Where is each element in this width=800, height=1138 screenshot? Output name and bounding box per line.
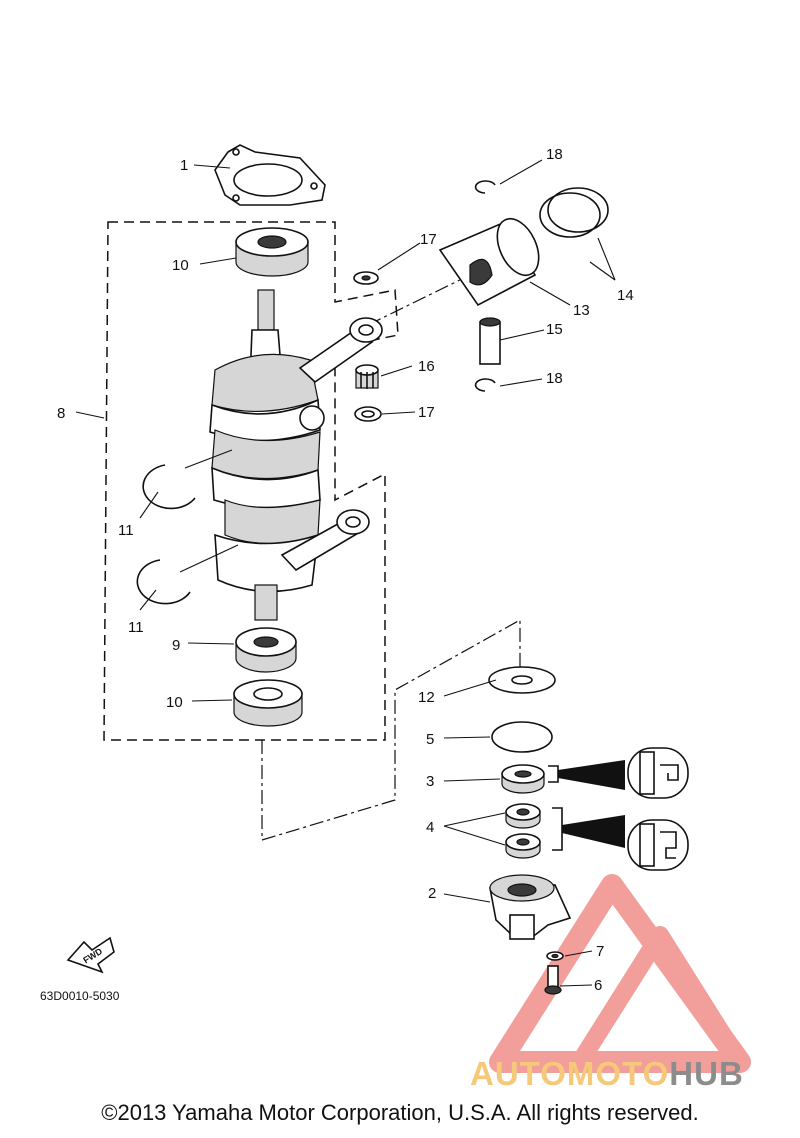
callout-6: 6 [594,977,602,994]
callout-11-lower: 11 [128,619,144,636]
part-14-piston-rings [539,187,609,238]
callout-10-upper: 10 [172,257,189,274]
part-7-washer [546,951,564,961]
part-3-oil-seal [501,764,545,794]
callout-4: 4 [426,819,434,836]
part-12-thrust-washer [488,666,556,694]
forward-direction-arrow-icon: FWD [66,936,115,974]
callout-16: 16 [418,358,435,375]
part-10-upper-bearing [235,227,309,277]
alignment-line-piston [367,274,471,326]
callout-14: 14 [617,287,634,304]
callout-1: 1 [180,157,188,174]
copyright-footer: ©2013 Yamaha Motor Corporation, U.S.A. A… [101,1100,699,1125]
callout-9: 9 [172,637,180,654]
callout-8: 8 [57,405,65,422]
callout-17-upper: 17 [420,231,437,248]
callout-10-lower: 10 [166,694,183,711]
part-18-clip-upper [474,180,496,194]
part-13-piston [438,217,540,307]
part-connecting-rod-lower [280,509,370,572]
part-5-o-ring [491,721,553,753]
drawing-code: 63D0010-5030 [40,989,120,1003]
automotohub-watermark-text: AUTOMOTOHUB [470,1055,744,1093]
callout-18-lower: 18 [546,370,563,387]
part-18-clip-lower [474,378,496,392]
part-11-circlip-lower [136,559,191,605]
callout-12: 12 [418,689,435,706]
callout-11-upper: 11 [118,522,134,539]
seal-3-detail-inset [548,747,689,799]
part-15-piston-pin [479,317,501,365]
part-16-needle-bearing [355,364,379,389]
part-4-oil-seal-upper [505,803,541,829]
callout-15: 15 [546,321,563,338]
callout-18-upper: 18 [546,146,563,163]
callout-7: 7 [596,943,604,960]
watermark-text-hub: HUB [669,1055,744,1092]
callout-3: 3 [426,773,434,790]
watermark-text-automoto: AUTOMOTO [470,1055,670,1092]
part-connecting-rod-upper [298,317,383,384]
callout-5: 5 [426,731,434,748]
part-2-seal-housing [489,874,572,940]
part-17-washer-lower [354,406,382,422]
part-17-washer-upper [353,271,379,285]
leader-lines [75,159,616,987]
callout-17-lower: 17 [418,404,435,421]
part-1-bearing-plate [214,144,326,206]
callout-2: 2 [428,885,436,902]
part-10-lower-bearing [233,679,303,727]
callout-13: 13 [573,302,590,319]
callout-labels: 1 10 8 11 11 9 10 17 16 17 18 18 15 13 1… [40,146,634,1003]
part-4-oil-seal-lower [505,833,541,859]
seal-4-detail-inset [552,807,689,871]
part-6-bolt [544,965,562,995]
part-9-oil-seal [235,627,297,673]
alignment-line-lower [261,618,521,841]
crankshaft-assembly-outline [103,221,399,741]
part-11-circlip-upper [142,464,196,510]
part-8-crankshaft [209,289,325,621]
